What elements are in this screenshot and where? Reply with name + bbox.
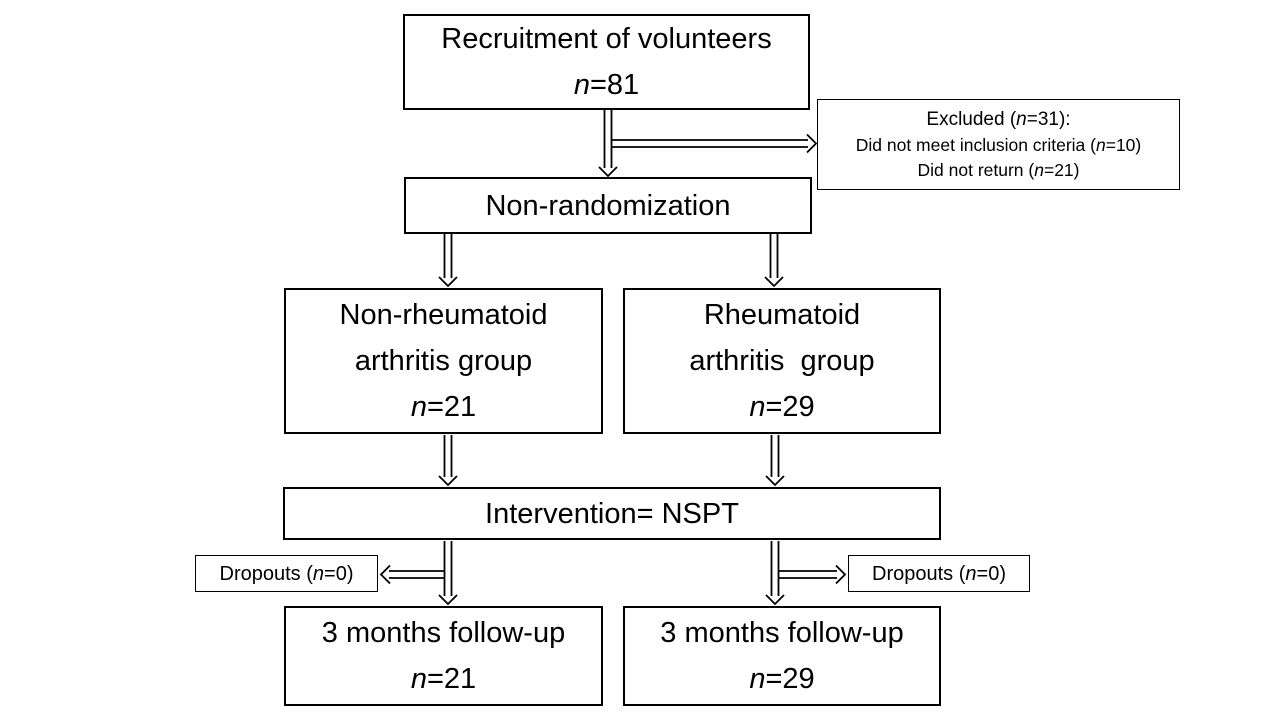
arrow-intervention-to-followup-right — [765, 541, 785, 606]
box-non-randomization: Non-randomization — [404, 177, 812, 234]
arrow-to-dropouts-right — [778, 564, 847, 585]
box-followup-left: 3 months follow-up n=21 — [284, 606, 603, 706]
arrow-nonrandomization-to-group-right — [764, 234, 784, 288]
dropouts-right-label: Dropouts (n=0) — [872, 562, 1006, 585]
arrow-recruitment-to-excluded — [611, 133, 818, 154]
box-followup-right: 3 months follow-up n=29 — [623, 606, 941, 706]
followup-left-count: n=21 — [410, 663, 477, 695]
arrow-intervention-to-followup-left — [438, 541, 458, 606]
excluded-reason-2: Did not return (n=21) — [917, 160, 1080, 180]
box-intervention: Intervention= NSPT — [283, 487, 941, 540]
group-left-title-line2: arthritis group — [354, 345, 533, 377]
group-right-title-line2: arthritis group — [689, 345, 875, 377]
group-right-title-line1: Rheumatoid — [703, 299, 861, 331]
recruitment-title: Recruitment of volunteers — [441, 23, 772, 55]
group-left-title-line1: Non-rheumatoid — [339, 299, 548, 331]
box-recruitment: Recruitment of volunteers n=81 — [403, 14, 810, 110]
box-dropouts-left: Dropouts (n=0) — [195, 555, 378, 592]
group-right-count: n=29 — [749, 391, 815, 423]
arrow-nonrandomization-to-group-left — [438, 234, 458, 288]
dropouts-left-label: Dropouts (n=0) — [219, 562, 354, 585]
recruitment-count: n=81 — [573, 69, 640, 101]
box-dropouts-right: Dropouts (n=0) — [848, 555, 1030, 592]
arrow-recruitment-to-nonrandomization — [598, 110, 618, 178]
arrow-group-right-to-intervention — [765, 435, 785, 487]
excluded-title: Excluded (n=31): — [926, 109, 1071, 130]
box-group-non-rheumatoid: Non-rheumatoid arthritis group n=21 — [284, 288, 603, 434]
arrow-group-left-to-intervention — [438, 435, 458, 487]
followup-right-title: 3 months follow-up — [660, 617, 904, 649]
non-randomization-title: Non-randomization — [485, 189, 731, 222]
box-group-rheumatoid: Rheumatoid arthritis group n=29 — [623, 288, 941, 434]
arrow-to-dropouts-left — [379, 564, 445, 585]
excluded-reason-1: Did not meet inclusion criteria (n=10) — [855, 135, 1142, 155]
followup-right-count: n=29 — [749, 663, 815, 695]
followup-left-title: 3 months follow-up — [321, 617, 566, 649]
box-excluded: Excluded (n=31): Did not meet inclusion … — [817, 99, 1180, 190]
group-left-count: n=21 — [410, 391, 477, 423]
intervention-title: Intervention= NSPT — [485, 497, 739, 530]
